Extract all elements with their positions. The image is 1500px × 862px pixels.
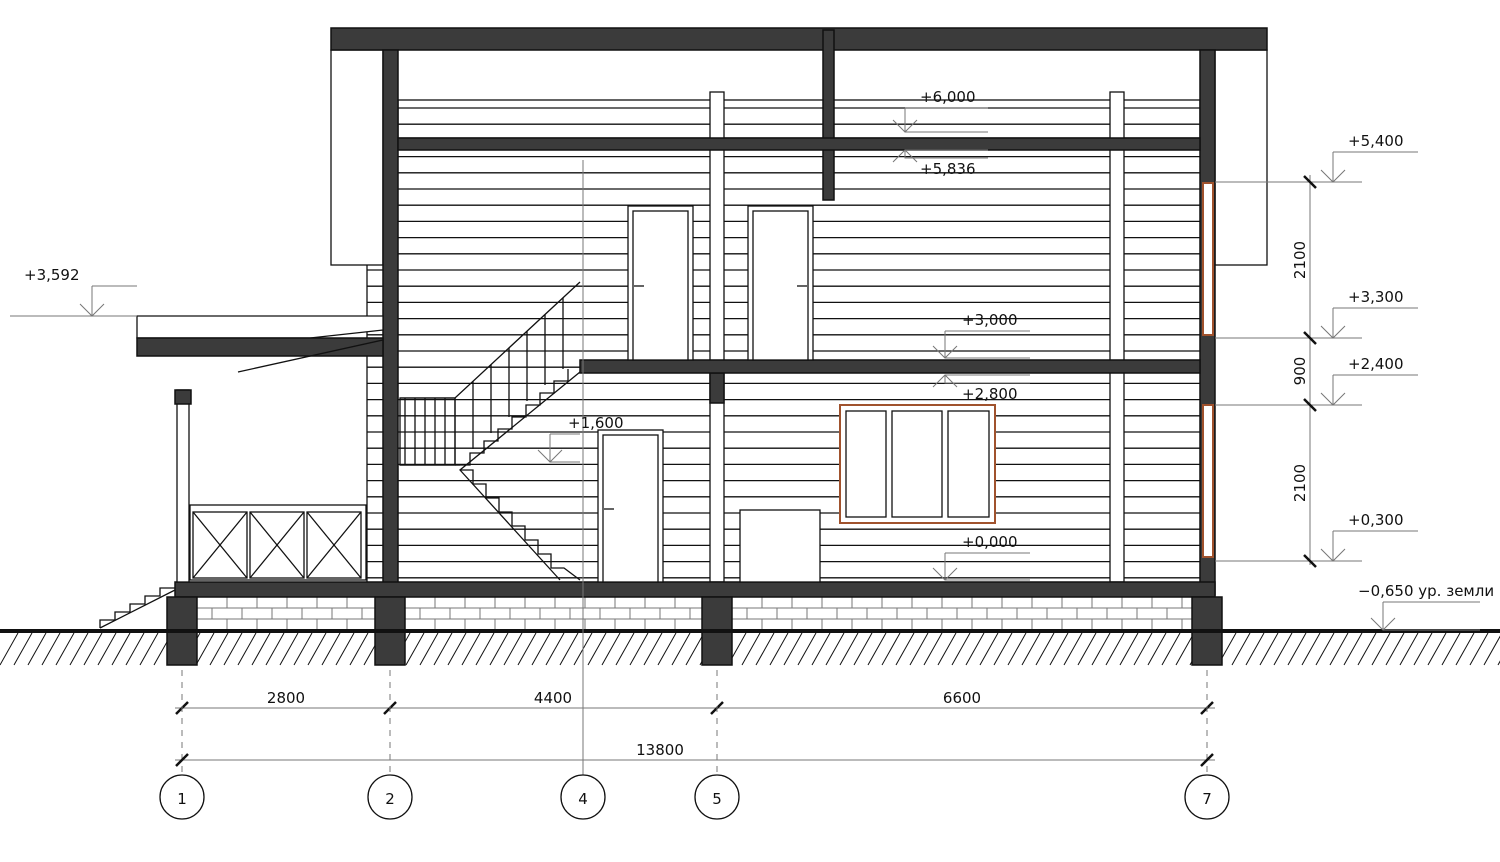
level-r2400: +2,400 — [1215, 355, 1418, 406]
level-label-r0300: +0,300 — [1348, 511, 1404, 529]
level-label-l6000: +6,000 — [920, 88, 976, 106]
porch-post — [176, 389, 190, 583]
left-eave — [330, 49, 384, 266]
axis-label: 4 — [578, 790, 588, 808]
attic-floor-beam — [397, 137, 1201, 151]
kitchen-unit — [739, 509, 821, 583]
level-label-ground: −0,650 ур. земли — [1358, 582, 1494, 600]
door-upper-1 — [627, 205, 694, 361]
level-label-l2800: +2,800 — [962, 385, 1018, 403]
post-right — [1109, 91, 1125, 583]
roof-slab — [330, 27, 1268, 51]
axis-label: 2 — [385, 790, 395, 808]
level-l3000: +3,000 — [932, 311, 1030, 359]
level-label-r5400: +5,400 — [1348, 132, 1404, 150]
level-r3300: +3,300 — [1215, 288, 1418, 339]
ground-hatch — [0, 632, 1500, 666]
level-label-l0000: +0,000 — [962, 533, 1018, 551]
axis-bubble-7: 7 — [1184, 774, 1230, 820]
level-r5400: +5,400 — [1215, 132, 1418, 183]
axis-label: 7 — [1202, 790, 1212, 808]
ridge-column — [822, 29, 835, 201]
dim-2100-lower: 2100 — [1291, 464, 1309, 502]
level-label-l3592: +3,592 — [24, 266, 80, 284]
door-lower — [597, 429, 664, 583]
dim-13800: 13800 — [636, 741, 684, 759]
column-axis-2 — [382, 49, 399, 596]
axis-label: 5 — [712, 790, 722, 808]
staircase — [399, 281, 581, 581]
level-l1600: +1,600 — [537, 414, 624, 463]
axis-bubble-2: 2 — [367, 774, 413, 820]
level-l6000: +6,000 — [892, 88, 988, 133]
window-ground-floor — [839, 404, 996, 524]
level-l5836: +5,836 — [892, 149, 988, 178]
dim-2800: 2800 — [267, 689, 305, 707]
brick-plinth — [196, 597, 1192, 631]
porch — [99, 315, 384, 629]
vertical-dimension-chain: 2100 900 2100 — [1291, 175, 1311, 565]
level-label-r3300: +3,300 — [1348, 288, 1404, 306]
axis-bubble-1: 1 — [159, 774, 205, 820]
dim-6600: 6600 — [943, 689, 981, 707]
right-eave — [1214, 49, 1268, 266]
beam-support — [709, 372, 725, 404]
level-label-r2400: +2,400 — [1348, 355, 1404, 373]
level-label-l1600: +1,600 — [568, 414, 624, 432]
level-label-l5836: +5,836 — [920, 160, 976, 178]
side-window-upper — [1202, 182, 1214, 336]
level-ground: −0,650 ур. земли — [1358, 582, 1494, 631]
dim-4400: 4400 — [534, 689, 572, 707]
dim-900: 900 — [1291, 357, 1309, 386]
axis-bubbles: 1 2 4 5 7 — [159, 774, 1230, 820]
axis-bubble-5: 5 — [694, 774, 740, 820]
level-l2800: +2,800 — [932, 374, 1030, 403]
horizontal-dimension-chain: 2800 4400 6600 13800 — [175, 175, 1317, 775]
axis-label: 1 — [177, 790, 187, 808]
door-upper-2 — [747, 205, 814, 361]
level-l0000: +0,000 — [932, 533, 1030, 581]
level-l3592: +3,592 — [10, 266, 137, 317]
axis-bubble-4: 4 — [560, 774, 606, 820]
level-label-l3000: +3,000 — [962, 311, 1018, 329]
level-r0300: +0,300 — [1215, 511, 1418, 562]
post-axis-5 — [709, 91, 725, 583]
second-floor-slab — [579, 359, 1201, 374]
side-window-lower — [1202, 404, 1214, 558]
level-markers: +6,000 +5,836 +3,000 +2,800 +1,600 +0,000 +3,5… — [10, 88, 1494, 631]
ground-floor-slab — [174, 581, 1216, 598]
dim-2100-upper: 2100 — [1291, 241, 1309, 279]
attic-band — [397, 99, 1201, 139]
